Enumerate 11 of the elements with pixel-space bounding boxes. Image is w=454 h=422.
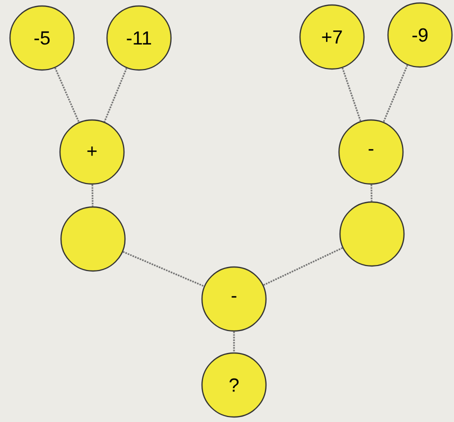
dotted-connector xyxy=(92,184,94,206)
empty-circle xyxy=(60,206,126,272)
dotted-connector xyxy=(122,251,204,287)
dotted-connector xyxy=(370,184,372,202)
dotted-connector xyxy=(54,68,80,122)
dotted-connector xyxy=(104,68,128,122)
empty-circle xyxy=(339,201,405,267)
dotted-connector xyxy=(233,332,235,352)
dotted-connector xyxy=(263,247,343,286)
dotted-connector xyxy=(342,68,362,122)
dotted-connector xyxy=(382,64,408,122)
